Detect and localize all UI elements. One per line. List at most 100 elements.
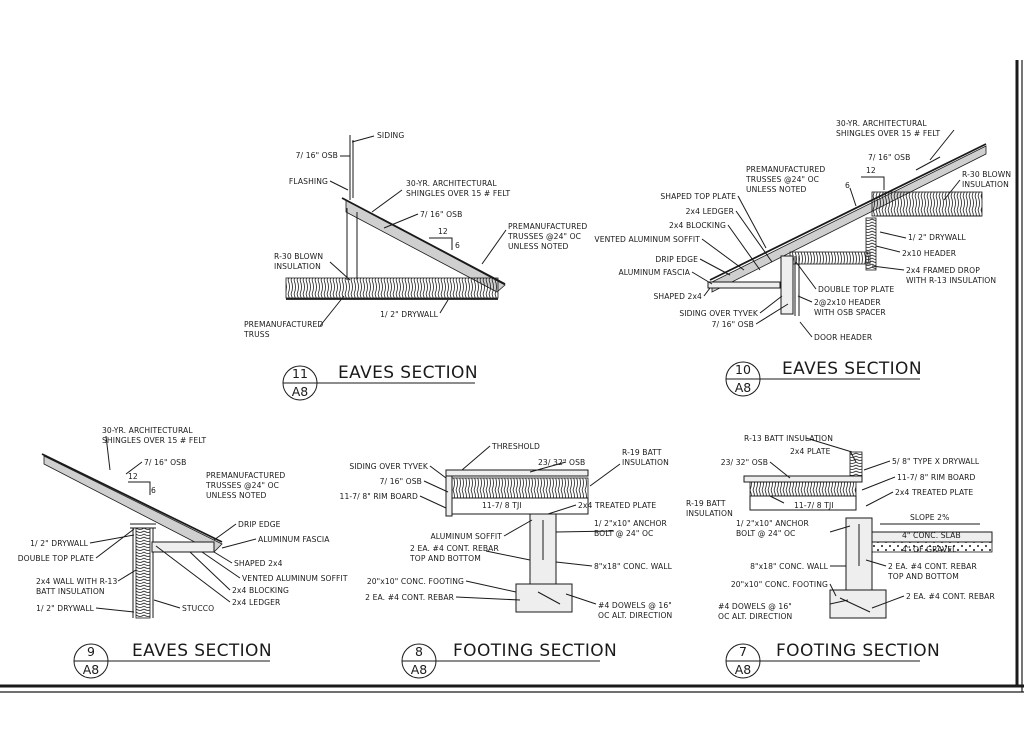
detail-number: 10 bbox=[735, 362, 751, 377]
label-threshold: THRESHOLD bbox=[491, 442, 540, 451]
label-double-top-plate: DOUBLE TOP PLATE bbox=[18, 554, 94, 563]
label-subfloor: 23/ 32" OSB bbox=[538, 458, 585, 467]
label-rebar-footing: 2 EA. #4 CONT. REBAR bbox=[906, 592, 995, 601]
label-tji: 11-7/ 8 TJI bbox=[482, 501, 522, 510]
detail-number: 11 bbox=[292, 366, 308, 381]
label-siding-tyvek: SIDING OVER TYVEK bbox=[679, 309, 759, 318]
detail-11-labels: SIDING 7/ 16" OSB FLASHING 30-YR. ARCHIT… bbox=[243, 131, 587, 339]
label-slope: SLOPE 2% bbox=[910, 513, 949, 522]
sheet-border bbox=[0, 60, 1024, 693]
label-rim-board: 11-7/ 8" RIM BOARD bbox=[340, 492, 419, 501]
label-shaped-top-plate: SHAPED TOP PLATE bbox=[660, 192, 736, 201]
detail-title: EAVES SECTION bbox=[782, 359, 922, 379]
sheet-ref: A8 bbox=[735, 380, 752, 395]
label-batt-r13: R-13 BATT INSULATION bbox=[744, 434, 833, 443]
label-drip-edge: DRIP EDGE bbox=[655, 255, 698, 264]
label-blocking: 2x4 BLOCKING bbox=[232, 586, 289, 595]
sheet-ref: A8 bbox=[411, 662, 428, 677]
label-pitch-run: 12 bbox=[128, 472, 138, 481]
detail-title: FOOTING SECTION bbox=[776, 641, 940, 661]
detail-8-drawing bbox=[445, 469, 589, 613]
label-osb: 7/ 16" OSB bbox=[144, 458, 186, 467]
label-drywall-top: 1/ 2" DRYWALL bbox=[30, 539, 89, 548]
label-osb-top: 7/ 16" OSB bbox=[296, 151, 338, 160]
leader-lines bbox=[89, 129, 961, 613]
label-drywall: 1/ 2" DRYWALL bbox=[908, 233, 967, 242]
label-tji: 11-7/ 8 TJI bbox=[794, 501, 834, 510]
label-gravel: 4" OF GRAVEL bbox=[902, 545, 957, 554]
detail-bubble-8: 8 A8 FOOTING SECTION bbox=[401, 641, 617, 679]
detail-bubble-7: 7 A8 FOOTING SECTION bbox=[725, 641, 940, 679]
detail-11-drawing bbox=[285, 135, 506, 300]
label-wall: 8"x18" CONC. WALL bbox=[750, 562, 829, 571]
detail-7-drawing bbox=[743, 451, 993, 619]
detail-8-labels: THRESHOLD SIDING OVER TYVEK 7/ 16" OSB 1… bbox=[340, 442, 673, 620]
detail-title: EAVES SECTION bbox=[132, 641, 272, 661]
label-door-header: DOOR HEADER bbox=[814, 333, 873, 342]
label-shaped-2x4: SHAPED 2x4 bbox=[653, 292, 702, 301]
detail-title: EAVES SECTION bbox=[338, 363, 478, 383]
detail-7-labels: R-13 BATT INSULATION 2x4 PLATE 23/ 32" O… bbox=[686, 434, 995, 621]
label-dowels: #4 DOWELS @ 16"OC ALT. DIRECTION bbox=[718, 602, 792, 621]
label-drywall: 1/ 2" DRYWALL bbox=[380, 310, 439, 319]
label-pitch-run: 12 bbox=[866, 166, 876, 175]
label-drip-edge: DRIP EDGE bbox=[238, 520, 281, 529]
label-header-2x10: 2x10 HEADER bbox=[902, 249, 957, 258]
label-siding-tyvek: SIDING OVER TYVEK bbox=[349, 462, 429, 471]
detail-10-drawing bbox=[707, 143, 987, 316]
label-treated-plate: 2x4 TREATED PLATE bbox=[895, 488, 973, 497]
label-pitch-run: 12 bbox=[438, 227, 448, 236]
label-rebar-footing: 2 EA. #4 CONT. REBAR bbox=[365, 593, 454, 602]
label-flashing: FLASHING bbox=[289, 177, 328, 186]
label-osb-wall: 7/ 16" OSB bbox=[380, 477, 422, 486]
detail-title: FOOTING SECTION bbox=[453, 641, 617, 661]
label-ledger: 2x4 LEDGER bbox=[232, 598, 281, 607]
label-osb: 7/ 16" OSB bbox=[420, 210, 462, 219]
sheet-ref: A8 bbox=[735, 662, 752, 677]
label-rim-board: 11-7/ 8" RIM BOARD bbox=[897, 473, 976, 482]
detail-number: 7 bbox=[739, 644, 747, 659]
label-plate-2x4: 2x4 PLATE bbox=[790, 447, 831, 456]
sheet-ref: A8 bbox=[83, 662, 100, 677]
label-osb-wall: 7/ 16" OSB bbox=[712, 320, 754, 329]
label-osb-top: 7/ 16" OSB bbox=[868, 153, 910, 162]
label-blocking: 2x4 BLOCKING bbox=[669, 221, 726, 230]
label-treated-plate: 2x4 TREATED PLATE bbox=[578, 501, 656, 510]
detail-bubble-9: 9 A8 EAVES SECTION bbox=[73, 641, 272, 679]
detail-bubble-10: 10 A8 EAVES SECTION bbox=[725, 359, 922, 397]
detail-number: 9 bbox=[87, 644, 95, 659]
label-pitch-rise: 6 bbox=[845, 181, 850, 190]
detail-number: 8 bbox=[415, 644, 423, 659]
detail-bubble-11: 11 A8 EAVES SECTION bbox=[282, 363, 478, 401]
label-fascia: ALUMINUM FASCIA bbox=[618, 268, 690, 277]
label-double-top-plate: DOUBLE TOP PLATE bbox=[818, 285, 894, 294]
label-soffit: ALUMINUM SOFFIT bbox=[430, 532, 502, 541]
label-soffit: VENTED ALUMINUM SOFFIT bbox=[242, 574, 348, 583]
sheet-ref: A8 bbox=[292, 384, 309, 399]
label-pitch-rise: 6 bbox=[151, 486, 156, 495]
label-subfloor: 23/ 32" OSB bbox=[721, 458, 768, 467]
label-wall: 8"x18" CONC. WALL bbox=[594, 562, 673, 571]
label-footing: 20"x10" CONC. FOOTING bbox=[367, 577, 464, 586]
label-fascia: ALUMINUM FASCIA bbox=[258, 535, 330, 544]
label-ledger: 2x4 LEDGER bbox=[686, 207, 735, 216]
